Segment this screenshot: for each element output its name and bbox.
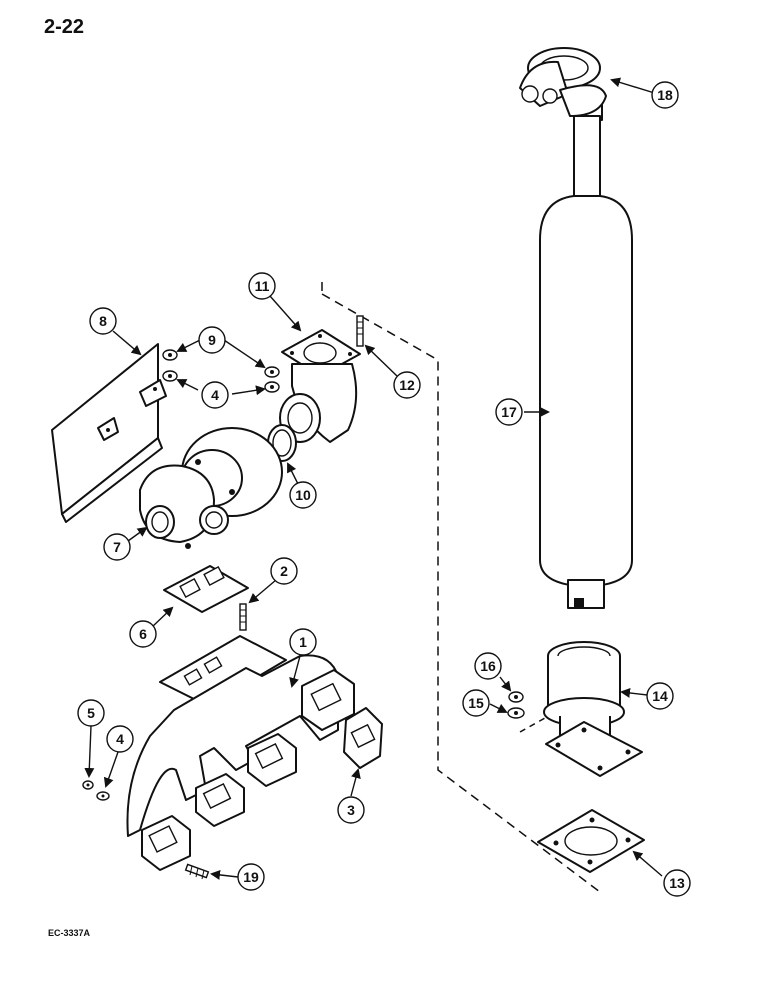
callout-12: 12 [393, 371, 421, 399]
stud [184, 863, 210, 880]
callout-4: 4 [201, 381, 229, 409]
turbocharger [139, 427, 283, 549]
callout-16: 16 [474, 652, 502, 680]
callout-18: 18 [651, 81, 679, 109]
svg-text:11: 11 [255, 278, 270, 294]
svg-text:5: 5 [87, 705, 95, 721]
callout-9: 9 [198, 326, 226, 354]
callout-6: 6 [129, 620, 157, 648]
svg-text:13: 13 [669, 875, 685, 891]
heat-shield-plate [51, 343, 167, 523]
svg-text:17: 17 [501, 404, 517, 420]
svg-text:12: 12 [399, 377, 415, 393]
assembly-dashed-line-14 [519, 717, 546, 733]
callout-14: 14 [646, 682, 674, 710]
flange-gasket [537, 809, 645, 873]
washer [264, 381, 280, 393]
callout-15: 15 [462, 689, 490, 717]
svg-text:4: 4 [116, 731, 124, 747]
svg-text:4: 4 [211, 387, 219, 403]
washer [162, 370, 178, 382]
page-number: 2-22 [44, 16, 85, 38]
callout-17: 17 [495, 398, 523, 426]
svg-text:9: 9 [208, 332, 216, 348]
washer [96, 791, 110, 801]
svg-text:16: 16 [480, 658, 496, 674]
callout-5: 5 [77, 699, 105, 727]
stud [356, 315, 364, 347]
callout-1: 1 [289, 628, 317, 656]
callout-2: 2 [270, 557, 298, 585]
svg-text:7: 7 [113, 539, 121, 555]
exhaust-adapter [543, 641, 643, 777]
svg-text:18: 18 [657, 87, 673, 103]
nut [508, 691, 524, 703]
callout-13: 13 [663, 869, 691, 897]
callout-11: 11 [248, 272, 276, 300]
callout-7: 7 [103, 533, 131, 561]
svg-text:15: 15 [468, 695, 484, 711]
svg-text:10: 10 [295, 487, 311, 503]
stud [239, 603, 247, 631]
svg-text:8: 8 [99, 313, 107, 329]
callout-8: 8 [89, 307, 117, 335]
figure-code: EC-3337A [48, 928, 91, 938]
callout-3: 3 [337, 796, 365, 824]
muffler [539, 115, 633, 609]
svg-text:6: 6 [139, 626, 147, 642]
gasket [163, 565, 249, 613]
rain-cap [519, 47, 607, 121]
leader-lines [84, 77, 663, 880]
svg-text:2: 2 [280, 563, 288, 579]
assembly-dashed-line [321, 282, 601, 893]
nut [264, 366, 280, 378]
svg-text:3: 3 [347, 802, 355, 818]
washer [507, 707, 525, 719]
callout-10: 10 [289, 481, 317, 509]
nut [82, 780, 94, 790]
exhaust-manifold [126, 635, 355, 871]
nut [162, 349, 178, 361]
gasket [343, 707, 383, 769]
exhaust-elbow [279, 329, 361, 443]
svg-text:14: 14 [652, 688, 668, 704]
callout-4: 4 [106, 725, 134, 753]
svg-text:1: 1 [299, 634, 307, 650]
svg-text:19: 19 [243, 869, 259, 885]
callout-19: 19 [237, 863, 265, 891]
